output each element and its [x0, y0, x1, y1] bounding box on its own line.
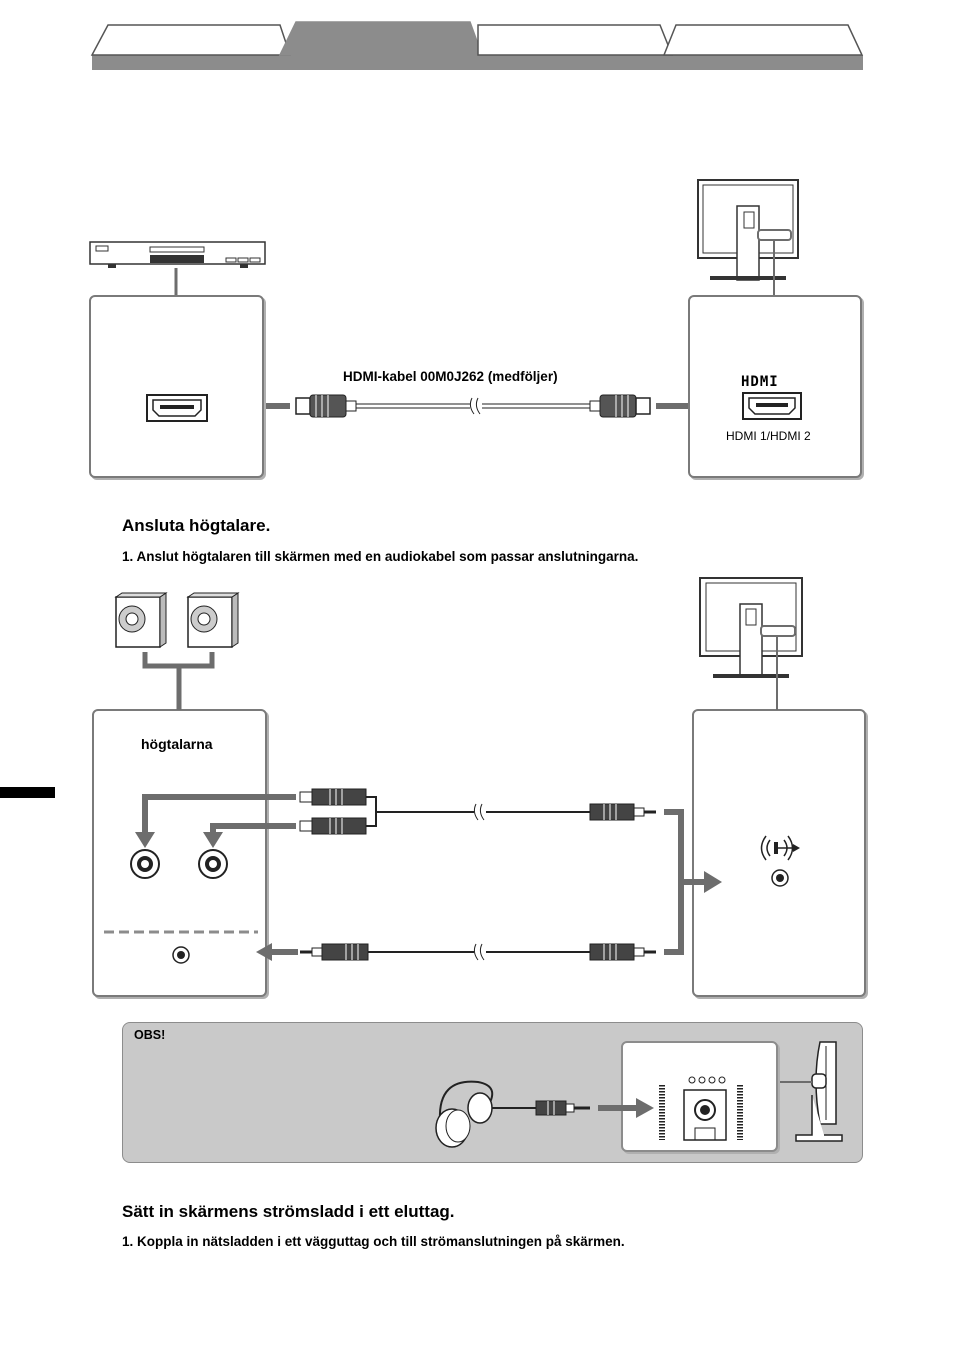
headphone-plug-icon: [535, 1100, 590, 1116]
tab-bar: [90, 21, 864, 70]
monitor-back-icon: [697, 179, 799, 296]
audio-out-icon: [760, 835, 800, 861]
monitor-back-icon-2: [699, 577, 803, 710]
hdmi-cable-label: HDMI-kabel 00M0J262 (medföljer): [343, 369, 558, 384]
arrow-down-icon: [203, 832, 223, 848]
rca-jack-left: [130, 849, 160, 879]
speaker-panel-label: högtalarna: [141, 736, 213, 752]
speaker-diagram: [104, 577, 803, 964]
bracket-arrow: [664, 809, 706, 955]
headphone-diagram: [435, 1041, 843, 1148]
speaker-right-icon: [186, 592, 240, 648]
rca-plug-cable-icon: [299, 788, 656, 835]
rca-jack-right: [198, 849, 228, 879]
arrow-down-icon: [135, 832, 155, 848]
mini-jack-monitor: [771, 869, 789, 887]
monitor-audio-panel: [692, 709, 866, 997]
tab-bar-base: [92, 55, 863, 70]
monitor-hdmi-panel: [688, 295, 862, 478]
power-heading: Sätt in skärmens strömsladd i ett elutta…: [122, 1202, 455, 1221]
mini-jack-cable-icon: [256, 943, 656, 961]
hdmi-logo: HDMI: [741, 374, 779, 390]
headphone-jack-closeup-icon: [659, 1076, 743, 1141]
mini-jack-speaker: [172, 946, 190, 964]
monitor-side-icon: [780, 1041, 843, 1142]
speaker-connector-line: [142, 652, 215, 710]
speaker-left-icon: [114, 592, 168, 648]
tab-1[interactable]: [90, 24, 292, 56]
tab-3[interactable]: [477, 24, 674, 56]
note-title: OBS!: [134, 1028, 166, 1042]
hdmi-cable-icon: [295, 394, 651, 418]
arrow-right-icon: [598, 1098, 654, 1118]
tab-4[interactable]: [662, 24, 864, 56]
speaker-step-1: 1. Anslut högtalaren till skärmen med en…: [122, 549, 639, 564]
speaker-heading: Ansluta högtalare.: [122, 516, 271, 535]
hdmi-port-monitor-front: [742, 392, 802, 420]
hdmi-port-label: HDMI 1/HDMI 2: [726, 429, 811, 443]
arrow-right-icon: [704, 871, 722, 893]
hdmi-port-source-front: [146, 394, 208, 422]
hdmi-ports-overlay: [146, 392, 802, 422]
page-edge-marker: [0, 787, 55, 798]
player-device-icon: [89, 241, 266, 296]
source-panel: [89, 295, 264, 478]
tab-2-active[interactable]: [278, 21, 484, 56]
power-step-1: 1. Koppla in nätsladden i ett vägguttag …: [122, 1234, 625, 1249]
headphones-icon: [435, 1080, 536, 1148]
